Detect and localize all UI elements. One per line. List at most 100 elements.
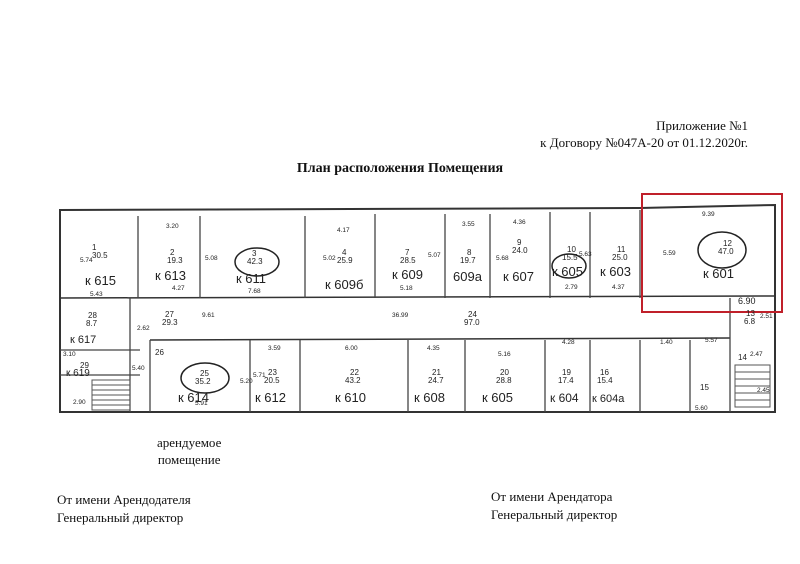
top-room-walls <box>137 210 641 298</box>
room-area: 24.0 <box>512 246 528 255</box>
room-num: 4 <box>342 248 347 257</box>
room-area: 25.0 <box>612 253 628 262</box>
room-label: к 603 <box>600 264 631 279</box>
room-num: 13 <box>746 309 755 318</box>
room-num: 3 <box>252 249 257 258</box>
room-area: 43.2 <box>345 376 361 385</box>
dimension: 36.99 <box>392 312 409 319</box>
room-num: 11 <box>617 245 626 254</box>
room-label: к 619 <box>66 368 90 379</box>
staircase-left <box>91 379 131 411</box>
room-label: к 613 <box>155 268 186 283</box>
room-num: 16 <box>600 368 609 377</box>
room-area: 47.0 <box>718 247 734 256</box>
room-label: к 604 <box>550 391 579 405</box>
room-area: 35.2 <box>195 377 211 386</box>
staircase-right <box>734 364 771 408</box>
circle-room-25 <box>180 362 230 394</box>
room-label: к 605 <box>482 390 513 405</box>
circle-room-12 <box>697 231 747 269</box>
room-label: к 610 <box>335 390 366 405</box>
room-area: 15.5 <box>562 253 578 262</box>
landlord-signature-block: От имени Арендодателя Генеральный директ… <box>57 491 191 527</box>
room-num: 8 <box>467 248 472 257</box>
room-num: 22 <box>350 368 359 377</box>
room-area: 15.4 <box>597 376 613 385</box>
room-label: 609а <box>453 269 483 284</box>
room-num: 2 <box>170 248 175 257</box>
room-num: 27 <box>165 310 174 319</box>
room-num: 12 <box>723 239 732 248</box>
building-outline <box>59 203 776 413</box>
dimension: 5.63 <box>579 251 592 258</box>
dimension: 7.68 <box>248 288 261 295</box>
dimension: 4.35 <box>427 345 440 352</box>
room-area: 17.4 <box>558 376 574 385</box>
room-num: 15 <box>700 383 709 392</box>
dimension: 5.71 <box>253 372 266 379</box>
dimension: 5.20 <box>240 378 253 385</box>
dimension: 5.02 <box>323 255 336 262</box>
room-area: 20.5 <box>264 376 280 385</box>
room-label: к 612 <box>255 390 286 405</box>
room-label: к 617 <box>70 334 96 346</box>
room-area: 29.3 <box>162 318 178 327</box>
room-num: 25 <box>200 369 209 378</box>
room-num: 26 <box>155 348 164 357</box>
leased-area-label: арендуемое помещение <box>157 434 221 468</box>
room-num: 20 <box>500 368 509 377</box>
room-area: 19.3 <box>167 256 183 265</box>
dimension: 6.00 <box>345 345 358 352</box>
room-area: 42.3 <box>247 257 263 266</box>
dimension: 5.91 <box>195 400 208 407</box>
room-area: 30.5 <box>92 251 108 260</box>
room-label: к 605 <box>552 264 583 279</box>
dimension: 3.59 <box>268 345 281 352</box>
dimension: 3.55 <box>462 221 475 228</box>
dimension: 2.51 <box>760 313 773 320</box>
dimension: 2.45 <box>757 387 770 394</box>
room-label: к 604а <box>592 393 625 405</box>
circle-room-3 <box>234 247 280 277</box>
room-num: 7 <box>405 248 410 257</box>
tenant-signature-block: От имени Арендатора Генеральный директор <box>491 488 617 524</box>
room-num: 28 <box>88 311 97 320</box>
corridor-wall-bottom <box>149 337 731 341</box>
dimension: 5.59 <box>663 250 676 257</box>
room-label: к 614 <box>178 390 209 405</box>
dimension: 5.40 <box>132 365 145 372</box>
room-area: 28.5 <box>400 256 416 265</box>
room-label: к 609 <box>392 267 423 282</box>
room-area: 6.8 <box>744 317 756 326</box>
dimension: 5.57 <box>705 337 718 344</box>
dimension: 5.08 <box>205 255 218 262</box>
corridor-wall-top <box>59 295 776 299</box>
appendix-title: Приложение №1 <box>656 118 748 133</box>
dimension: 9.61 <box>202 312 215 319</box>
document-title: План расположения Помещения <box>296 161 504 176</box>
dimension: 5.74 <box>80 257 93 264</box>
leased-label-line2: помещение <box>157 452 221 467</box>
dimension: 5.16 <box>498 351 511 358</box>
room-area: 19.7 <box>460 256 476 265</box>
room-numbers: 1 30.5 к 615 2 19.3 к 613 3 42.3 к 611 4… <box>66 238 756 405</box>
tenant-line2: Генеральный директор <box>491 507 618 522</box>
tenant-line1: От имени Арендатора <box>491 489 613 504</box>
dimension: 4.28 <box>562 339 575 346</box>
room-label: к 609б <box>325 277 363 292</box>
room-area: 28.8 <box>496 376 512 385</box>
room-label: к 615 <box>85 273 116 288</box>
dimension: 6.90 <box>738 296 756 306</box>
dimension: 4.37 <box>612 284 625 291</box>
dimension: 5.07 <box>428 252 441 259</box>
room-area: 97.0 <box>464 318 480 327</box>
dimension: 4.17 <box>337 227 350 234</box>
room-num: 21 <box>432 368 441 377</box>
room-area: 8.7 <box>86 319 98 328</box>
dimension: 5.18 <box>400 285 413 292</box>
room-label: к 608 <box>414 390 445 405</box>
dimension: 9.39 <box>702 211 715 218</box>
dimension: 3.10 <box>63 351 76 358</box>
dimension: 2.62 <box>137 325 150 332</box>
room-num: 23 <box>268 368 277 377</box>
